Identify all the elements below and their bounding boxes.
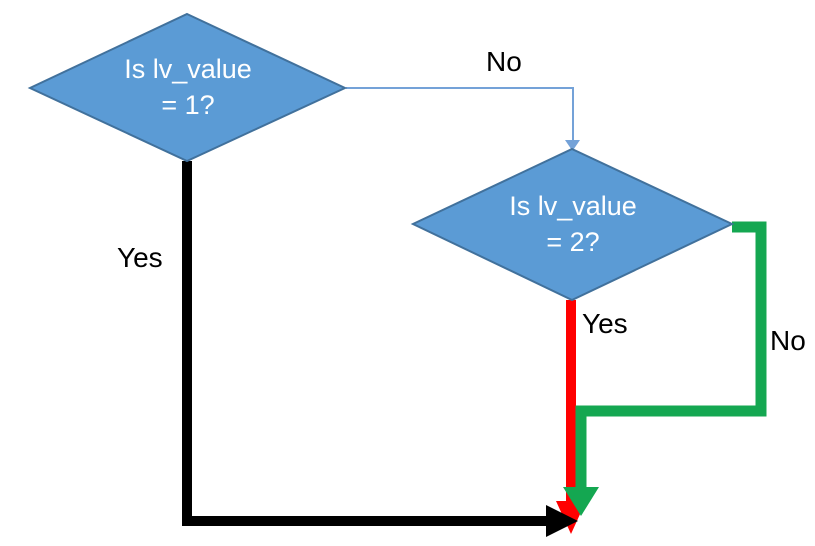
connector-yes1-arrowhead-icon xyxy=(546,505,578,537)
decision2-label-line2: = 2? xyxy=(546,227,600,257)
connector-no2-arrowhead-icon xyxy=(563,487,599,516)
connector-no1-line xyxy=(346,87,574,141)
edge-label-yes1: Yes xyxy=(117,242,163,273)
connector-no1-arrowhead-icon xyxy=(565,140,580,151)
connector-yes1-line xyxy=(182,161,547,526)
decision1-label-line2: = 1? xyxy=(161,90,215,120)
decision1-label: Is lv_value = 1? xyxy=(77,51,299,123)
decision1-shape xyxy=(27,12,348,163)
decision1-label-line1: Is lv_value xyxy=(124,54,252,84)
edge-label-yes2: Yes xyxy=(582,308,628,339)
edge-label-no2: No xyxy=(770,325,806,356)
decision2-label-line1: Is lv_value xyxy=(509,191,637,221)
edge-label-no1: No xyxy=(486,46,522,77)
connector-no2-line xyxy=(575,221,767,489)
decision2-label: Is lv_value = 2? xyxy=(462,188,684,260)
decision2-shape xyxy=(410,147,735,302)
